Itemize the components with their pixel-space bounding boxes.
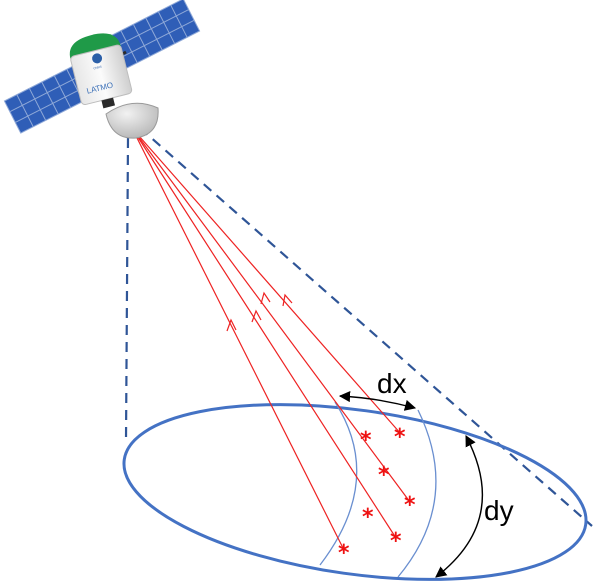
scan-arc-outer bbox=[397, 409, 437, 578]
measurement-points: * * * * * * * bbox=[338, 425, 416, 566]
beam-ray bbox=[131, 127, 345, 551]
measurement-star: * bbox=[394, 425, 406, 450]
ray-arrow-icon bbox=[251, 309, 262, 323]
swath-edges bbox=[124, 127, 593, 527]
beam-ray bbox=[131, 127, 397, 539]
ray-arrow-icon bbox=[282, 293, 293, 307]
beam-rays bbox=[131, 127, 411, 551]
beam-ray bbox=[131, 127, 411, 503]
footprint-ellipse bbox=[122, 403, 588, 581]
beam-ray bbox=[131, 127, 402, 435]
solar-panel-right bbox=[107, 0, 201, 70]
antenna-dish bbox=[105, 102, 159, 139]
dy-arrow bbox=[435, 435, 484, 578]
dy-label: dy bbox=[484, 495, 514, 526]
dx-label: dx bbox=[377, 368, 407, 399]
satellite-icon: CNRS LATMO bbox=[3, 0, 201, 139]
swath-edge-right bbox=[139, 127, 593, 527]
cnrs-badge-text: CNRS bbox=[93, 65, 102, 71]
scan-arcs bbox=[319, 401, 437, 578]
measurement-star: * bbox=[378, 463, 390, 488]
scan-arc-inner bbox=[319, 401, 358, 566]
measurement-star: * bbox=[362, 505, 374, 530]
measurement-star: * bbox=[360, 428, 372, 453]
ray-arrow-icon bbox=[226, 318, 237, 332]
swath-edge-left bbox=[124, 137, 130, 441]
satellite-body: CNRS LATMO bbox=[69, 33, 133, 109]
measurement-star: * bbox=[390, 529, 402, 554]
solar-panel-left bbox=[3, 62, 97, 134]
cnrs-badge-icon bbox=[92, 53, 103, 64]
measurement-star: * bbox=[404, 493, 416, 518]
ray-direction-arrows bbox=[226, 291, 293, 332]
measurement-star: * bbox=[338, 541, 350, 566]
satellite-top-cap bbox=[69, 33, 121, 59]
dx-arrow bbox=[338, 390, 417, 411]
ray-arrow-icon bbox=[260, 291, 271, 305]
